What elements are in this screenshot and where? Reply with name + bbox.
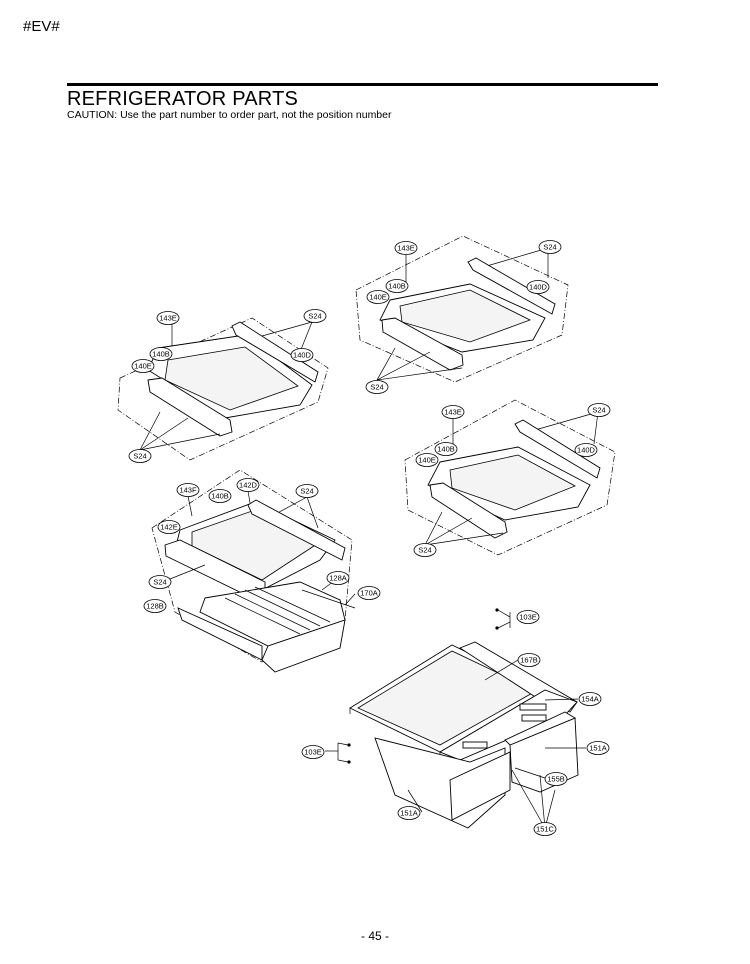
svg-text:140B: 140B (388, 282, 406, 291)
label-140e: 140E (366, 290, 390, 304)
label-151a: 151A (586, 741, 610, 755)
svg-text:S24: S24 (418, 546, 431, 555)
svg-text:151C: 151C (536, 825, 555, 834)
svg-text:143E: 143E (159, 314, 177, 323)
label-142e: 142E (157, 520, 181, 534)
label-128b: 128B (143, 599, 167, 613)
label-151c: 151C (533, 822, 557, 836)
svg-text:170A: 170A (360, 589, 378, 598)
svg-text:140E: 140E (369, 293, 387, 302)
label-140d: 140D (526, 280, 550, 294)
svg-text:140D: 140D (577, 446, 596, 455)
svg-text:S24: S24 (300, 487, 313, 496)
label-143f: 143F (176, 483, 200, 497)
svg-text:S24: S24 (308, 312, 321, 321)
svg-text:S24: S24 (543, 243, 556, 252)
svg-text:128A: 128A (329, 574, 347, 583)
label-s24: S24 (587, 403, 611, 417)
shelf-assembly-right-upper: 143E S24 140B 140E 140D S24 (355, 235, 569, 394)
label-128a: 128A (326, 571, 350, 585)
svg-text:140D: 140D (529, 283, 548, 292)
svg-text:140E: 140E (134, 362, 152, 371)
label-143e: 143E (156, 311, 180, 325)
svg-text:167B: 167B (520, 656, 538, 665)
svg-text:154A: 154A (581, 695, 599, 704)
label-s24: S24 (303, 309, 327, 323)
label-s24: S24 (295, 484, 319, 498)
label-s24: S24 (538, 240, 562, 254)
shelf-assembly-left-upper: 143E S24 140B 140E 140D S24 (117, 309, 329, 463)
svg-text:140D: 140D (293, 351, 312, 360)
svg-text:142E: 142E (160, 523, 178, 532)
label-170a: 170A (357, 586, 381, 600)
svg-text:143E: 143E (444, 408, 462, 417)
label-155b: 155B (544, 772, 568, 786)
label-s24: S24 (128, 449, 152, 463)
label-s24: S24 (413, 543, 437, 557)
svg-text:103E: 103E (304, 748, 322, 757)
label-103e: 103E (516, 610, 540, 624)
svg-text:142D: 142D (239, 481, 258, 490)
shelf-drawer-assembly: 143F 142D 140B S24 142E S24 128A 170A 12… (143, 469, 381, 673)
label-140d: 140D (574, 443, 598, 457)
label-140b: 140B (149, 347, 173, 361)
svg-text:S24: S24 (370, 383, 383, 392)
crisper-cover-assembly: 103E 167B 154A 103E 151A 155B 151A 151C (301, 608, 610, 836)
svg-text:140B: 140B (152, 350, 170, 359)
label-167b: 167B (517, 653, 541, 667)
label-140e: 140E (131, 359, 155, 373)
svg-text:155B: 155B (547, 775, 565, 784)
label-151a: 151A (397, 806, 421, 820)
title-rule (67, 83, 658, 86)
label-143e: 143E (394, 241, 418, 255)
page-title: REFRIGERATOR PARTS (67, 88, 299, 110)
shelf-assembly-right-middle: 143E S24 140B 140E 140D S24 (404, 399, 616, 557)
label-s24: S24 (148, 575, 172, 589)
svg-text:143E: 143E (397, 244, 415, 253)
label-140b: 140B (434, 442, 458, 456)
page-number: - 45 - (360, 929, 389, 943)
svg-text:143F: 143F (179, 486, 197, 495)
label-140d: 140D (290, 348, 314, 362)
label-103e: 103E (301, 745, 325, 759)
svg-text:151A: 151A (589, 744, 607, 753)
model-code: #EV# (23, 18, 60, 35)
label-s24: S24 (365, 380, 389, 394)
svg-text:103E: 103E (519, 613, 537, 622)
label-154a: 154A (578, 692, 602, 706)
svg-text:128B: 128B (146, 602, 164, 611)
svg-text:S24: S24 (153, 578, 166, 587)
caution-note: CAUTION: Use the part number to order pa… (67, 109, 392, 121)
svg-text:S24: S24 (592, 406, 605, 415)
label-140e: 140E (415, 453, 439, 467)
svg-text:140E: 140E (418, 456, 436, 465)
svg-text:140B: 140B (211, 492, 229, 501)
svg-text:151A: 151A (400, 809, 418, 818)
svg-text:S24: S24 (133, 452, 146, 461)
label-140b: 140B (385, 279, 409, 293)
svg-text:140B: 140B (437, 445, 455, 454)
label-142d: 142D (236, 478, 260, 492)
label-143e: 143E (441, 405, 465, 419)
label-140b: 140B (208, 489, 232, 503)
